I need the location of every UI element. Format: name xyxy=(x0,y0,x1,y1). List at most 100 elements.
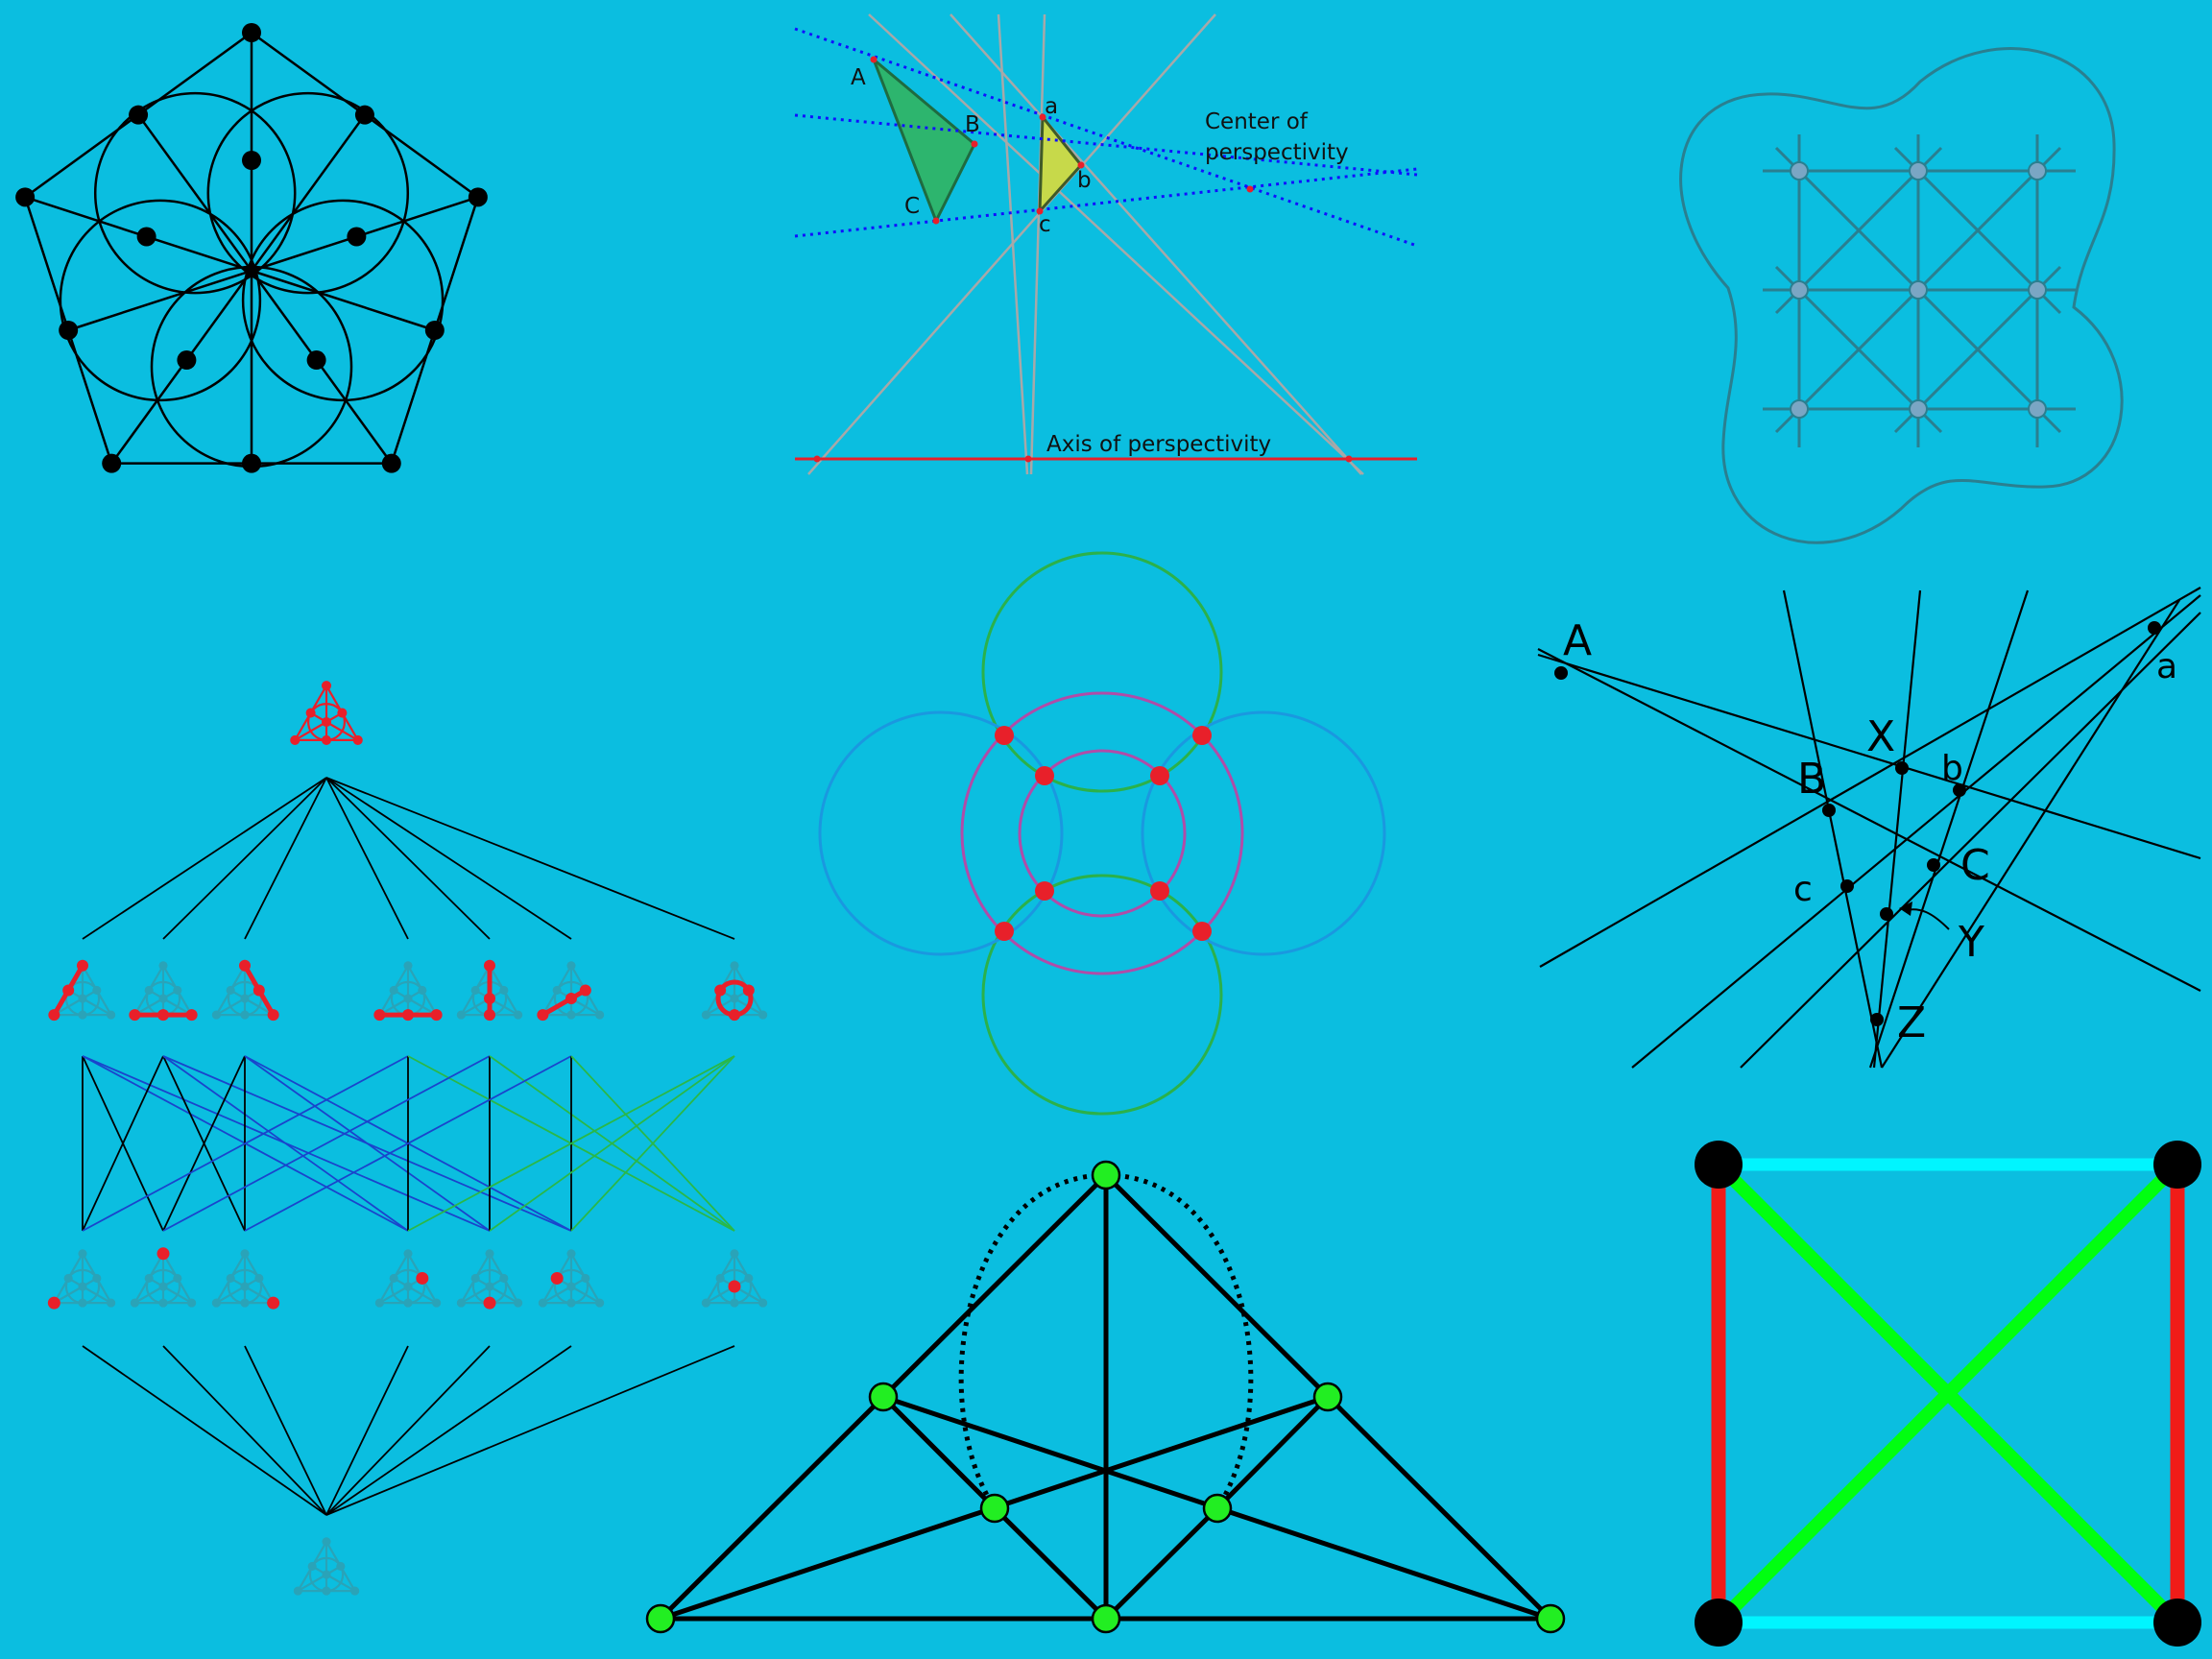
fano-row2-point xyxy=(156,1247,170,1261)
label-a: a xyxy=(2156,647,2177,686)
pentagon-node-6 xyxy=(424,321,445,340)
fano-icon-node-1 xyxy=(456,1298,466,1308)
pentagon-node-9 xyxy=(129,105,149,125)
fano-row2-6 xyxy=(701,1249,768,1308)
miquel-points xyxy=(995,726,1212,941)
lattice-edge-12 xyxy=(82,1055,409,1232)
miquel-point-3 xyxy=(1150,766,1169,785)
desargues-diagram: A B C a b c Center of perspectivity Axis… xyxy=(794,13,1418,475)
circle-outer-purple xyxy=(960,691,1244,975)
fano-point-4 xyxy=(1312,1382,1343,1412)
fan-top-6 xyxy=(325,777,735,940)
fano-row1-hl-node xyxy=(239,959,251,972)
miquel-circles-diagram xyxy=(818,551,1386,1116)
pentagon-node-0 xyxy=(242,23,261,42)
pappus-line-1 xyxy=(1537,648,2201,992)
fan-top-0 xyxy=(82,777,327,940)
label-B: B xyxy=(965,112,980,137)
lattice-edge-8 xyxy=(162,1055,246,1232)
pappus-labels: A B C a b c X Y Z xyxy=(1563,616,2177,1047)
grid-node-6 xyxy=(1790,399,1809,419)
fano-icon-node-2 xyxy=(514,1298,523,1308)
desargues-point-3 xyxy=(1039,113,1046,121)
fano-row1-hl-node xyxy=(373,1009,386,1022)
fano-row2-5 xyxy=(538,1249,605,1308)
pentagon-nodes xyxy=(15,23,488,473)
fano-row1-hl-node xyxy=(742,984,755,997)
fano-row1-hl-node xyxy=(129,1009,141,1022)
fano-icon-node-6 xyxy=(240,1282,250,1291)
fano-icon-node-5 xyxy=(470,985,480,996)
fano-icon-node-2 xyxy=(107,1298,116,1308)
label-C: C xyxy=(1960,841,1990,890)
pappus-points xyxy=(1554,621,2161,1026)
mid-spoke-3 xyxy=(67,269,252,332)
fano-icon-node-4 xyxy=(173,985,182,996)
curved-grid-diagram xyxy=(1679,47,2124,544)
fano-row2-4 xyxy=(456,1249,523,1310)
fano-icon-node-1 xyxy=(290,734,301,745)
fan-bottom-3 xyxy=(325,1345,409,1516)
inner-node-0 xyxy=(306,350,326,371)
fano-icon-node-5 xyxy=(715,1273,725,1284)
pentagon-node-2 xyxy=(381,453,401,473)
fano-dotted-circle xyxy=(958,1172,1254,1510)
fano-icon-node-5 xyxy=(305,708,316,718)
fano-icon-node-4 xyxy=(92,985,102,996)
label-b: b xyxy=(1941,749,1963,788)
fano-row1-hl-node xyxy=(430,1009,443,1022)
fano-icon-node-6 xyxy=(730,994,739,1003)
fano-top-red xyxy=(290,681,363,745)
fano-icon-node-5 xyxy=(552,985,562,996)
pappus-point-1 xyxy=(1822,804,1836,817)
fano-icon-node-4 xyxy=(581,1273,590,1284)
lattice-edge-23 xyxy=(570,1055,735,1232)
ray-2 xyxy=(1029,13,1046,475)
fano-row1-5 xyxy=(537,961,605,1022)
fano-icon-node-6 xyxy=(78,1282,87,1291)
fano-icon-node-6 xyxy=(158,1282,168,1291)
desargues-labels: A B C a b c Center of perspectivity Axis… xyxy=(851,65,1349,457)
fano-icon-node-3 xyxy=(78,1298,87,1308)
fano-icon-node-2 xyxy=(758,1010,768,1020)
center-lines xyxy=(794,27,1418,248)
fano-icon-node-1 xyxy=(456,1010,466,1020)
fano-icon-node-4 xyxy=(418,985,427,996)
fano-icon-node-5 xyxy=(144,985,154,996)
closed-curve xyxy=(1679,47,2124,544)
k4-node-bottom-left xyxy=(1695,1599,1743,1647)
desargues-point-4 xyxy=(1077,161,1085,169)
miquel-point-2 xyxy=(1035,766,1054,785)
grid-node-3 xyxy=(1790,280,1809,300)
fano-bottom-faint xyxy=(293,1537,360,1596)
fano-icon-node-1 xyxy=(701,1010,710,1020)
label-center-2: perspectivity xyxy=(1205,140,1349,165)
fan-top-1 xyxy=(162,777,327,940)
fano-points xyxy=(645,1160,1566,1634)
pentagon-node-3 xyxy=(102,453,122,473)
grid-node-1 xyxy=(1909,161,1928,180)
fano-icon-node-0 xyxy=(403,1249,413,1259)
fano-icon-node-1 xyxy=(374,1298,384,1308)
fano-icon-node-3 xyxy=(78,1010,87,1020)
pappus-point-6 xyxy=(1895,761,1909,775)
fano-point-7 xyxy=(1202,1493,1233,1524)
fano-row1-4 xyxy=(456,959,523,1022)
fano-icon-node-1 xyxy=(538,1298,547,1308)
fano-icon-node-3 xyxy=(321,734,332,745)
fano-icon-node-0 xyxy=(78,1249,87,1259)
inner-node-2 xyxy=(136,227,156,247)
fano-icon-node-2 xyxy=(432,1298,442,1308)
fano-row2-0 xyxy=(47,1249,116,1310)
fano-row2-point xyxy=(267,1296,280,1310)
circle-inner-purple xyxy=(1018,749,1187,918)
fano-icon-node-4 xyxy=(499,1273,509,1284)
fan-top-5 xyxy=(325,777,572,940)
fano-icon-node-0 xyxy=(158,961,168,971)
fano-row2-2 xyxy=(211,1249,280,1310)
fano-row1-hl-node xyxy=(565,993,577,1004)
fano-row2-point xyxy=(483,1296,496,1310)
fano-icon-node-2 xyxy=(514,1010,523,1020)
ray-4 xyxy=(997,13,1029,475)
k4-node-top-right xyxy=(2153,1141,2201,1189)
